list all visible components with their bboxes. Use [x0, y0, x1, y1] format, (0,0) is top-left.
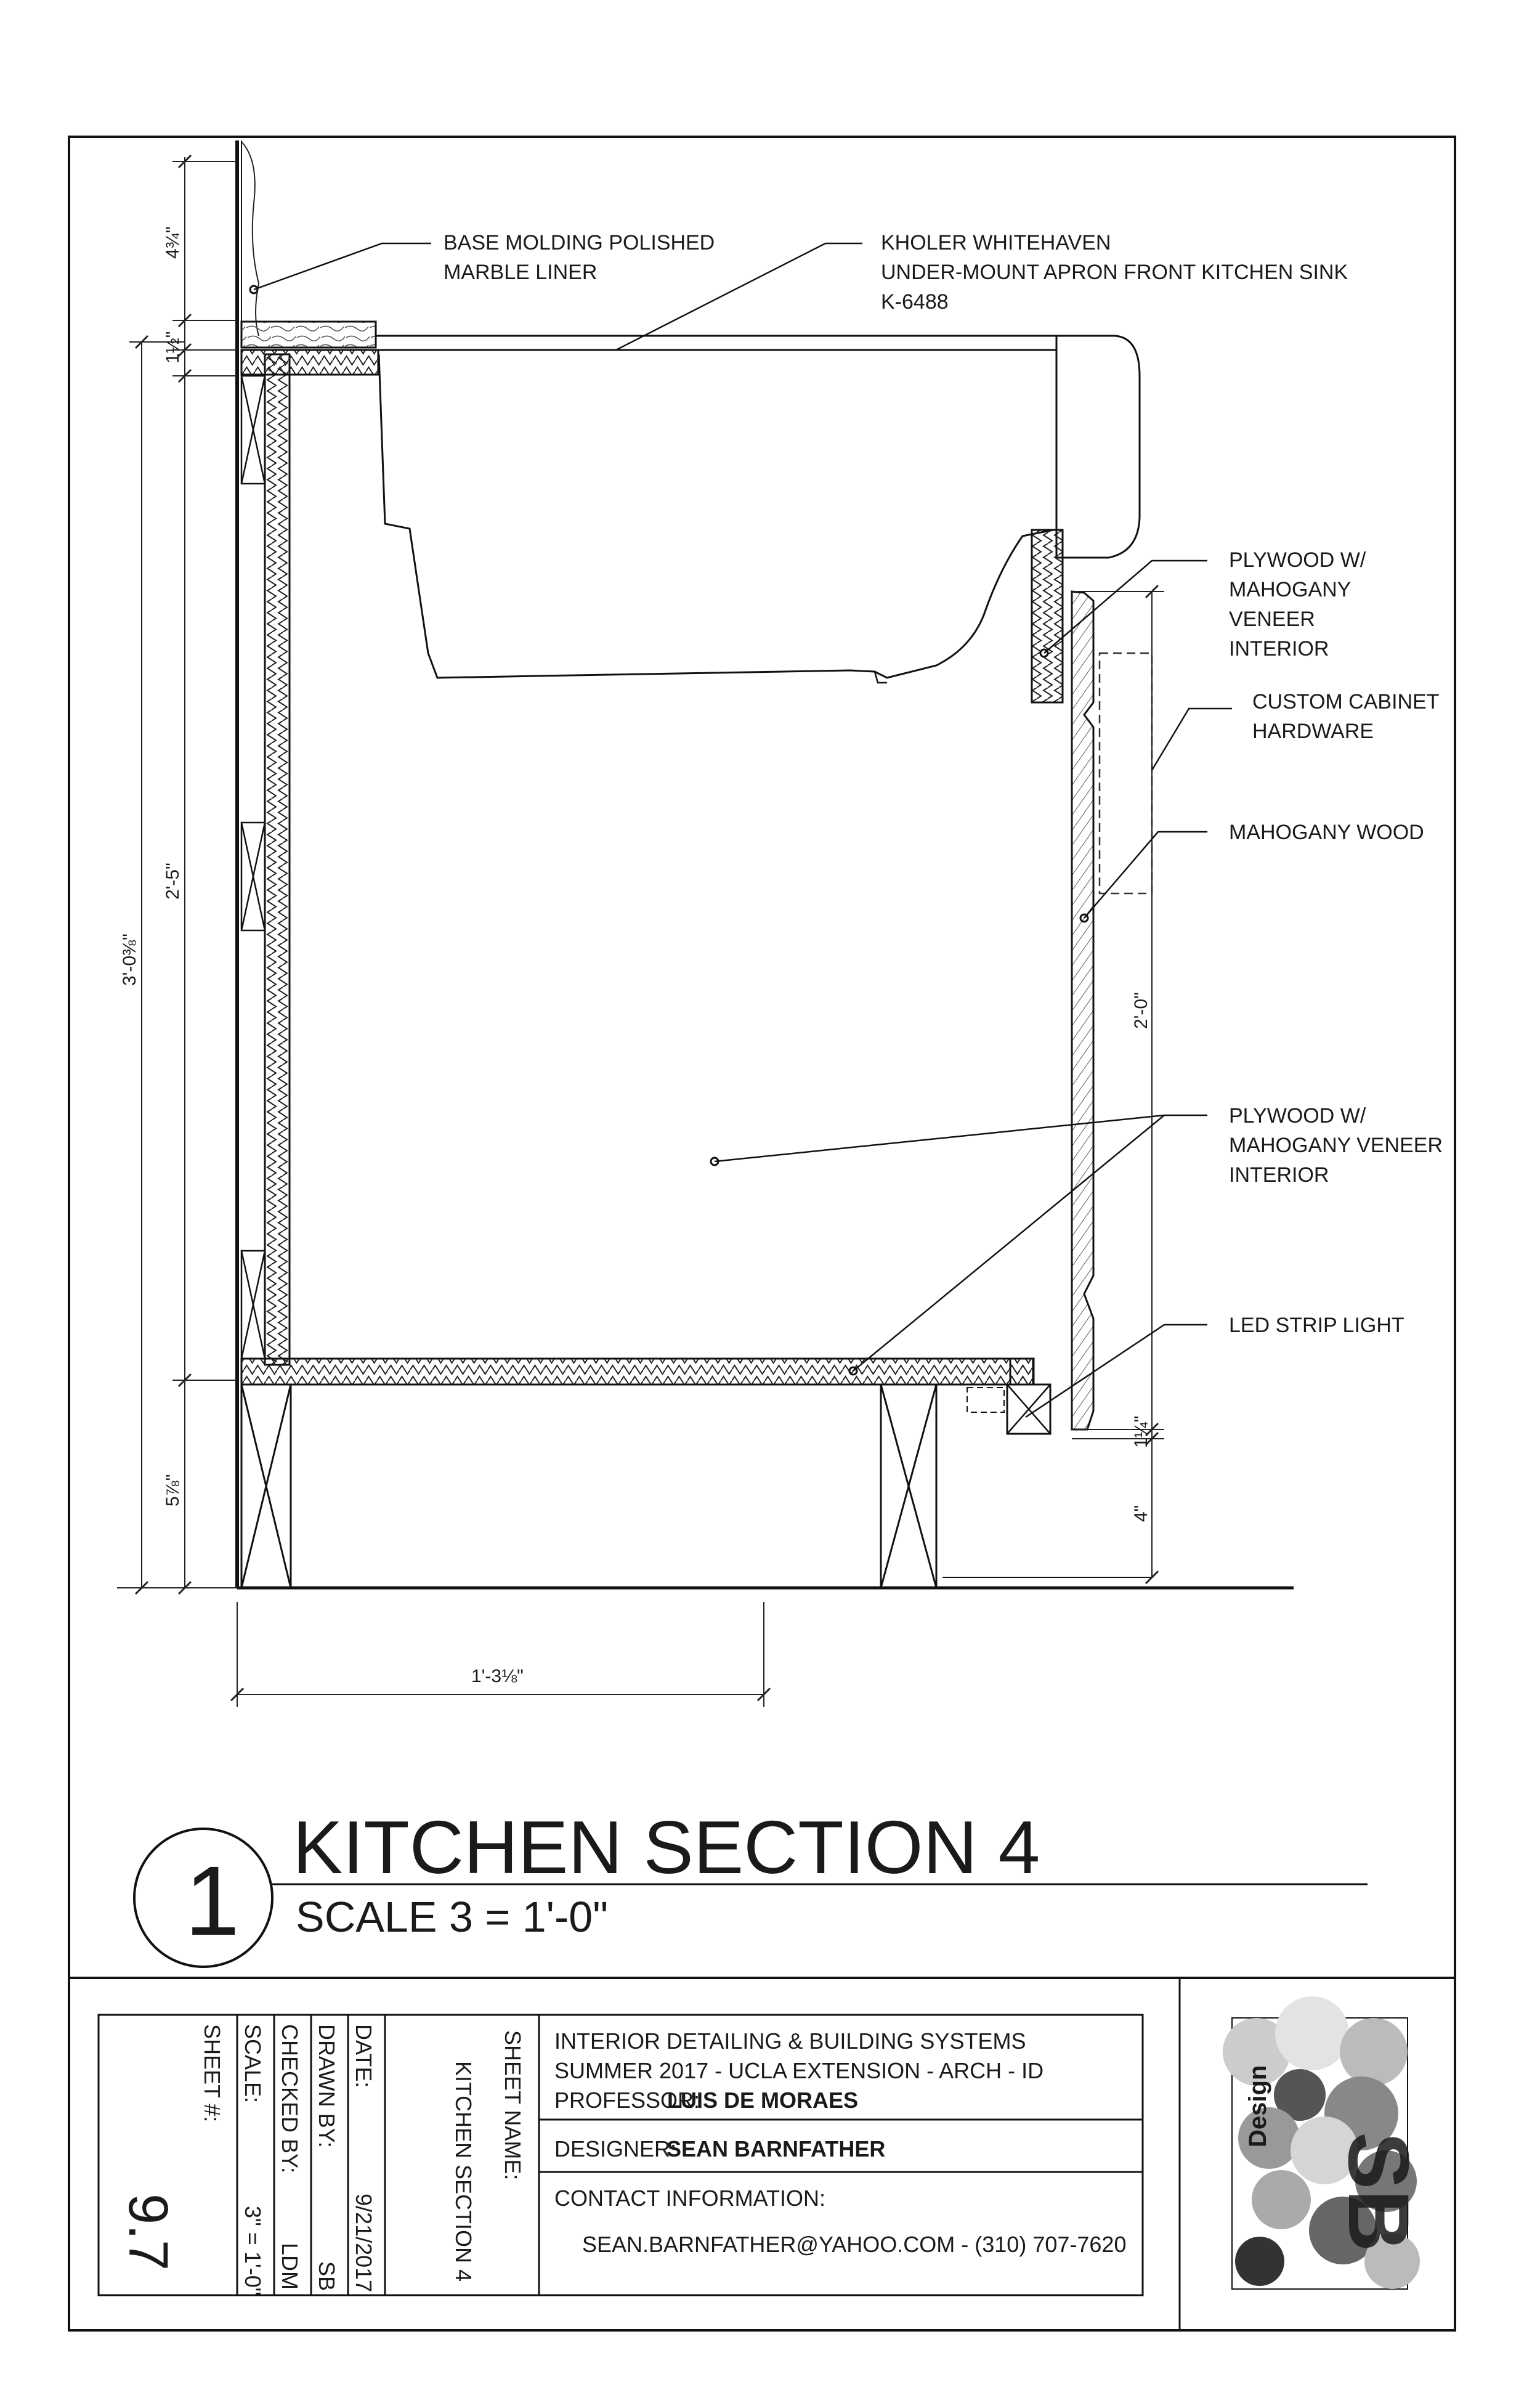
dim-4-3-4: 4¾": [163, 227, 183, 259]
contact-label: CONTACT INFORMATION:: [554, 2186, 825, 2211]
sheet-name: KITCHEN SECTION 4: [451, 2061, 476, 2282]
sheet-name-label: SHEET NAME:: [500, 2030, 525, 2180]
mahogany-door: [1071, 590, 1095, 1431]
apron-plywood: [1031, 529, 1064, 704]
drawing-number-circle: [133, 1828, 274, 1968]
designer-label: DESIGNER:: [554, 2136, 676, 2161]
designer-name: SEAN BARNFATHER: [667, 2136, 885, 2161]
dim-2-5: 2'-5": [163, 863, 183, 900]
drawn-by-label: DRAWN BY:: [314, 2024, 339, 2148]
svg-text:MARBLE LINER: MARBLE LINER: [444, 261, 597, 284]
logo-design-text: Design: [1244, 2065, 1271, 2147]
annotation-led-strip: LED STRIP LIGHT: [1229, 1314, 1404, 1337]
dim-3-0-3-8: 3'-0⅜": [120, 933, 140, 986]
annotation-plywood-veneer-1: PLYWOOD W/ MAHOGANY VENEER INTERIOR: [1229, 548, 1366, 661]
course-line-2: SUMMER 2017 - UCLA EXTENSION - ARCH - ID: [554, 2058, 1044, 2083]
dim-1-1-4: 1¼": [1131, 1416, 1151, 1448]
countertop: [376, 335, 1141, 559]
dimension-ticks: [134, 154, 1159, 1702]
scale-value: 3" = 1'-0": [240, 2206, 265, 2296]
dim-4: 4": [1131, 1505, 1151, 1522]
annotation-sink: KHOLER WHITEHAVEN UNDER-MOUNT APRON FRON…: [881, 231, 1348, 314]
svg-text:PLYWOOD W/: PLYWOOD W/: [1229, 1104, 1366, 1128]
date-label: DATE:: [351, 2024, 376, 2088]
svg-text:PLYWOOD W/: PLYWOOD W/: [1229, 548, 1366, 572]
svg-text:MAHOGANY: MAHOGANY: [1229, 578, 1351, 601]
svg-text:CUSTOM CABINET: CUSTOM CABINET: [1252, 690, 1440, 714]
sheet-number-label: SHEET #:: [200, 2024, 225, 2122]
cabinet-hardware: [1098, 652, 1153, 895]
plywood-bottom: [240, 1357, 1034, 1386]
wall: [235, 140, 260, 1588]
checked-by-value: LDM: [277, 2243, 302, 2290]
svg-text:UNDER-MOUNT APRON FRONT KITCHE: UNDER-MOUNT APRON FRONT KITCHEN SINK: [881, 261, 1348, 284]
plywood-back-panel: [264, 353, 291, 1366]
svg-text:MAHOGANY VENEER: MAHOGANY VENEER: [1229, 1134, 1443, 1157]
drawing-title: KITCHEN SECTION 4: [293, 1805, 1040, 1889]
professor-name: LUIS DE MORAES: [667, 2088, 858, 2113]
sb-design-logo: Design SB: [1223, 1996, 1427, 2290]
drawing-number: 1: [185, 1845, 240, 1956]
title-block-grid: [97, 1978, 1181, 2330]
annotation-base-molding: BASE MOLDING POLISHED MARBLE LINER: [444, 231, 715, 284]
led-strip: [967, 1383, 1052, 1435]
dim-5-7-8: 5⅞": [163, 1474, 183, 1507]
annotation-plywood-veneer-2: PLYWOOD W/ MAHOGANY VENEER INTERIOR: [1229, 1104, 1443, 1187]
checked-by-label: CHECKED BY:: [277, 2024, 302, 2173]
svg-text:INTERIOR: INTERIOR: [1229, 1163, 1329, 1187]
logo-letters: SB: [1331, 2132, 1427, 2251]
leader-lines: [253, 242, 1232, 1418]
sheet-border: [68, 136, 1456, 2332]
drawing-scale: SCALE 3 = 1'-0": [296, 1893, 608, 1941]
svg-text:INTERIOR: INTERIOR: [1229, 637, 1329, 661]
scale-label: SCALE:: [240, 2024, 265, 2103]
contact-info: SEAN.BARNFATHER@YAHOO.COM - (310) 707-76…: [582, 2232, 1126, 2257]
toe-kick: [240, 1383, 938, 1589]
professor-label: PROFESSOR:: [554, 2088, 700, 2113]
svg-text:K-6488: K-6488: [881, 290, 949, 314]
annotation-cabinet-hardware: CUSTOM CABINET HARDWARE: [1252, 690, 1440, 743]
svg-text:BASE MOLDING POLISHED: BASE MOLDING POLISHED: [444, 231, 715, 254]
dim-1-3-1-8: 1'-3⅛": [471, 1666, 524, 1686]
dimension-lines: [117, 157, 1164, 1707]
date-value: 9/21/2017: [351, 2194, 376, 2292]
svg-text:HARDWARE: HARDWARE: [1252, 720, 1374, 743]
annotation-mahogany-wood: MAHOGANY WOOD: [1229, 821, 1424, 844]
wall-blocking: [240, 375, 266, 1360]
dim-1-1-2: 1½": [163, 331, 183, 364]
plywood-top: [240, 349, 379, 376]
svg-text:KHOLER WHITEHAVEN: KHOLER WHITEHAVEN: [881, 231, 1111, 254]
course-line-1: INTERIOR DETAILING & BUILDING SYSTEMS: [554, 2028, 1026, 2054]
drawn-by-value: SB: [314, 2261, 339, 2291]
sheet-number: 9.7: [117, 2194, 179, 2271]
svg-text:VENEER: VENEER: [1229, 608, 1315, 631]
dim-2-0: 2'-0": [1131, 992, 1151, 1029]
sink-profile: [378, 354, 1054, 679]
marble-liner: [240, 320, 377, 349]
